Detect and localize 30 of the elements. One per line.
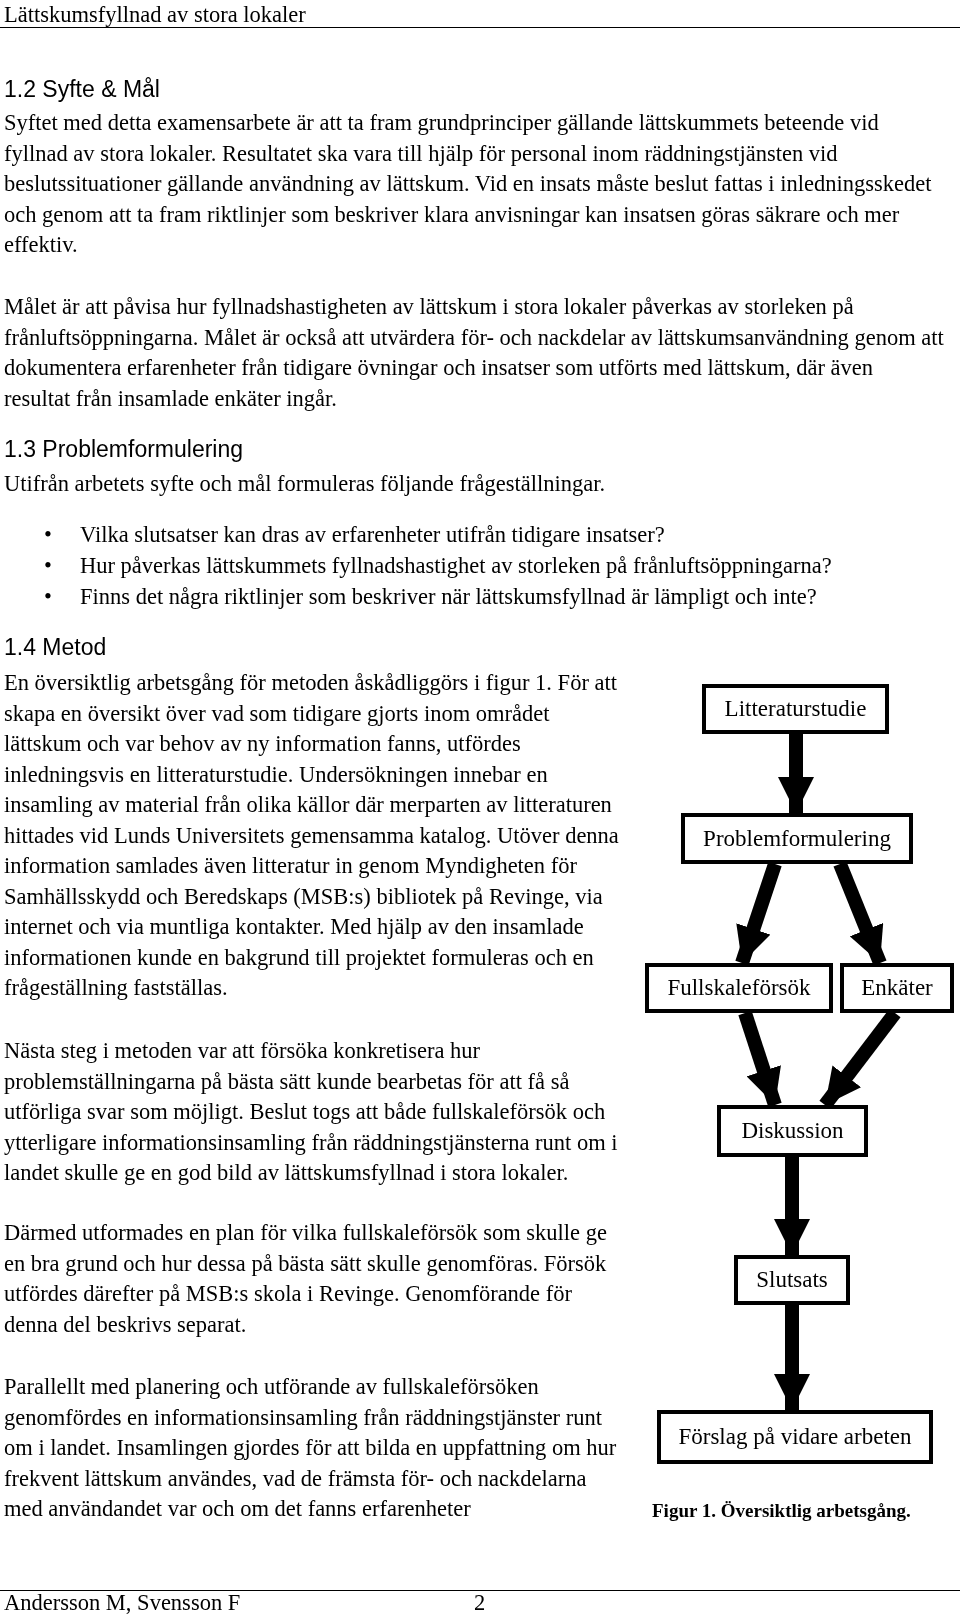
running-header: Lättskumsfyllnad av stora lokaler [4,1,307,29]
section-heading: 1.3 Problemformulering [4,436,245,463]
block-arrow [774,1157,810,1255]
paragraph: Syftet med detta examensarbete är att ta fram grundprinciper gällande lättskummets beteende vid fyllnad av stora lokaler. Resultatet ska vara till hjälp för personal inom räddningstjänsten vid beslutssituationer gällande användning av lättskum. Vid en insats måste beslut fattas i inledningsskedet och genom att ta fram riktlinjer som beskriver klara anvisningar kan insatsen göras säkrare och mer effektiv. [4,109,933,259]
list-item: Finns det några riktlinjer som beskriver när lättskumsfyllnad är lämpligt och inte? [80,583,818,611]
paragraph: En översiktlig arbetsgång för metoden åskådliggörs i figur 1. För att skapa en översikt över vad som tidigare gjorts inom området lättskum och var behov av ny information fanns, utfördes inledningsvis en litteraturstudie. Undersökningen innebar en insamling av material från olika källor där merparten av litteraturen hittades vid Lunds Universitets gemensamma katalog. Utöver denna information samlades även litteratur in genom Myndigheten för Samhällsskydd och Beredskaps (MSB:s) bibliotek på Revinge, via internet och via muntliga kontakter. Med hjälp av den insamlade informationen kunde en bakgrund till projektet formuleras och en frågeställning fastställas. [4,669,620,1002]
list-item: Hur påverkas lättskummets fyllnadshastighet av storleken på frånluftsöppningarna? [80,552,833,580]
list-item: Vilka slutsatser kan dras av erfarenheter utifrån tidigare insatser? [80,521,666,549]
paragraph: Nästa steg i metoden var att försöka konkretisera hur problemställningarna på bästa sätt kunde bearbetas för att få så utförliga svar som möjligt. Beslut togs att både fullskaleförsök och ytterligare informationsinsamling från räddningstjänsterna runt om i landet skulle ge en god bild av lättskumsfyllnad i stora lokaler. [4,1037,619,1187]
paragraph: Därmed utformades en plan för vilka fullskaleförsök som skulle ge en bra grund och hur dessa på bästa sätt skulle genomföras. Försök utfördes därefter på MSB:s skola i Revinge. Genomförande för denna del beskrivs separat. [4,1219,608,1339]
process-box: Litteraturstudie [702,684,889,734]
page-number: 2 [474,1589,487,1617]
process-box: Enkäter [840,963,954,1013]
figure-caption: Figur 1. Översiktlig arbetsgång. [652,1499,911,1523]
section-heading: 1.2 Syfte & Mål [4,76,161,103]
process-box: Problemformulering [681,813,913,864]
process-box: Förslag på vidare arbeten [657,1410,933,1464]
paragraph: Målet är att påvisa hur fyllnadshastigheten av lättskum i stora lokaler påverkas av storleken på frånluftsöppningarna. Målet är också att utvärdera för- och nackdelar av lättskumsanvändning genom att dokumentera erfarenheter från tidigare övningar och insatser som utförts med lättskum, där även resultat från insamlade enkäter ingår. [4,293,944,413]
block-arrow [778,734,814,813]
section-heading: 1.4 Metod [4,634,108,661]
footer-text: Andersson M, Svensson F [4,1589,242,1617]
paragraph: Utifrån arbetets syfte och mål formuleras följande frågeställningar. [4,470,607,498]
bullet-mark: • [44,583,53,611]
bullet-mark: • [44,552,53,580]
process-box: Fullskaleförsök [645,963,833,1013]
paragraph: Parallellt med planering och utförande av fullskaleförsöken genomfördes en informationsinsamling från räddningstjänster runt om i landet. Insamlingen gjordes för att bilda en uppfattning om hur frekvent lättskum användes, vad de främsta för- och nackdelarna med användandet var och om det fanns erfarenheter [4,1373,618,1523]
block-arrow [774,1305,810,1410]
process-box: Slutsats [734,1255,850,1305]
process-box: Diskussion [717,1105,868,1157]
bullet-mark: • [44,521,53,549]
